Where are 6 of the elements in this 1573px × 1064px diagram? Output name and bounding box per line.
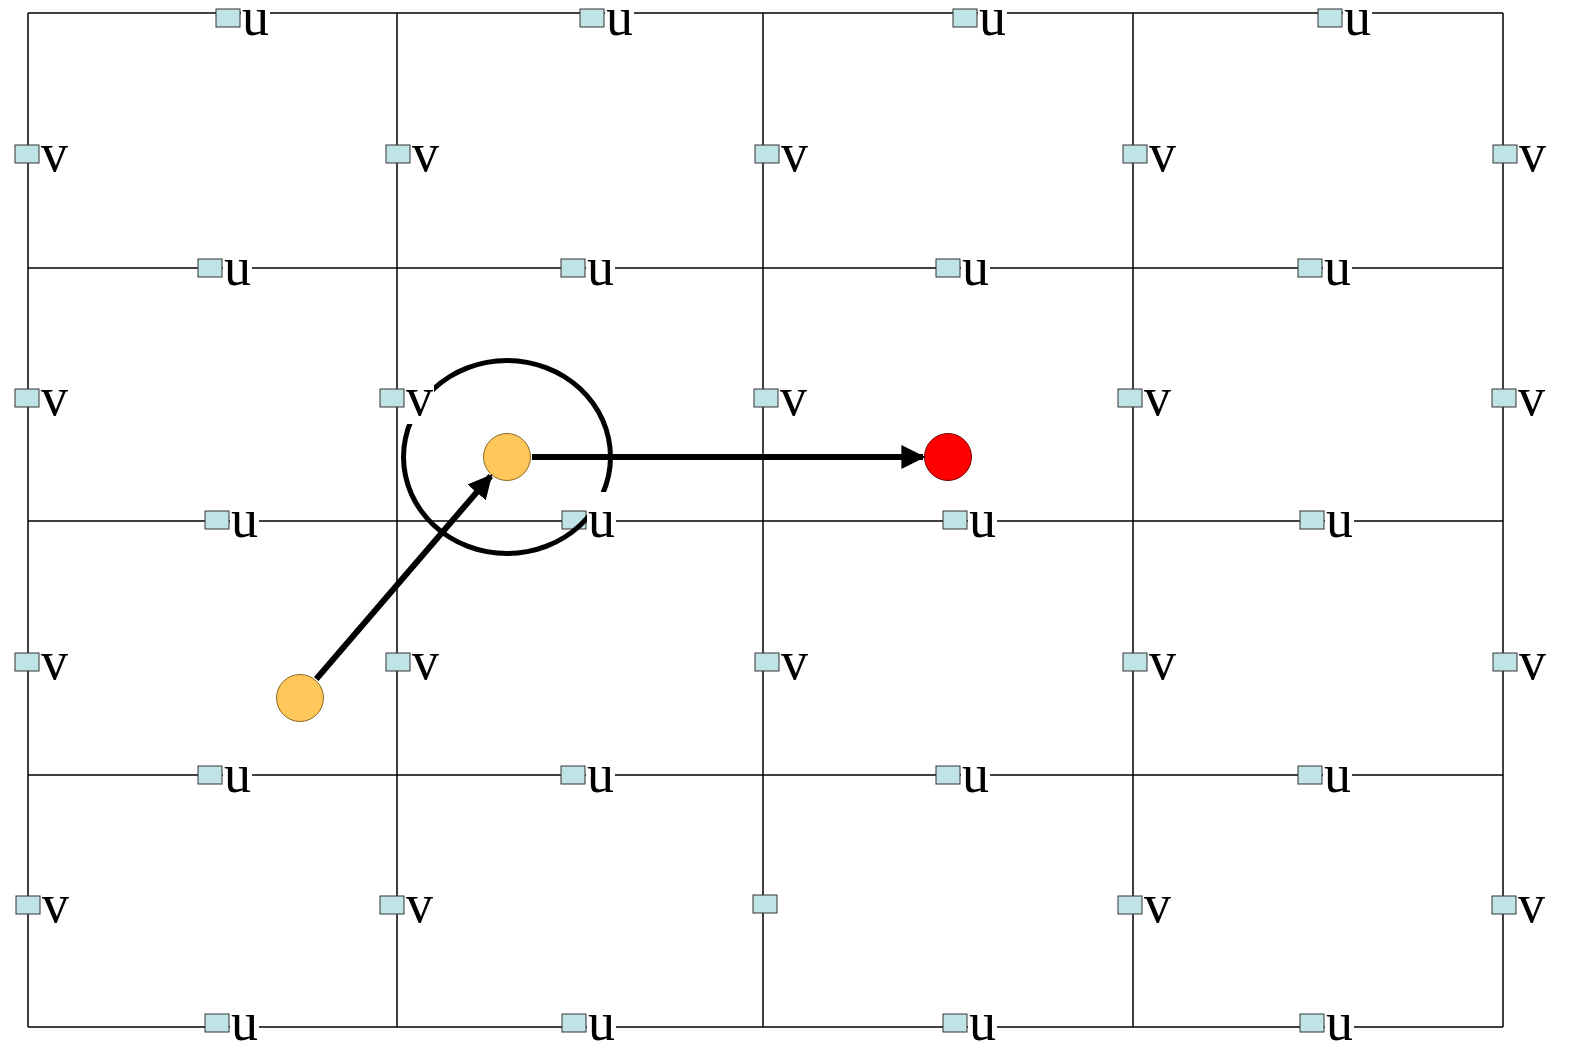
neighborhood-circle: [401, 358, 613, 556]
particle-dot: [276, 674, 324, 722]
arrow: [314, 474, 493, 681]
arrow: [532, 445, 926, 469]
particle-dot: [483, 433, 531, 481]
target-dot: [924, 433, 972, 481]
